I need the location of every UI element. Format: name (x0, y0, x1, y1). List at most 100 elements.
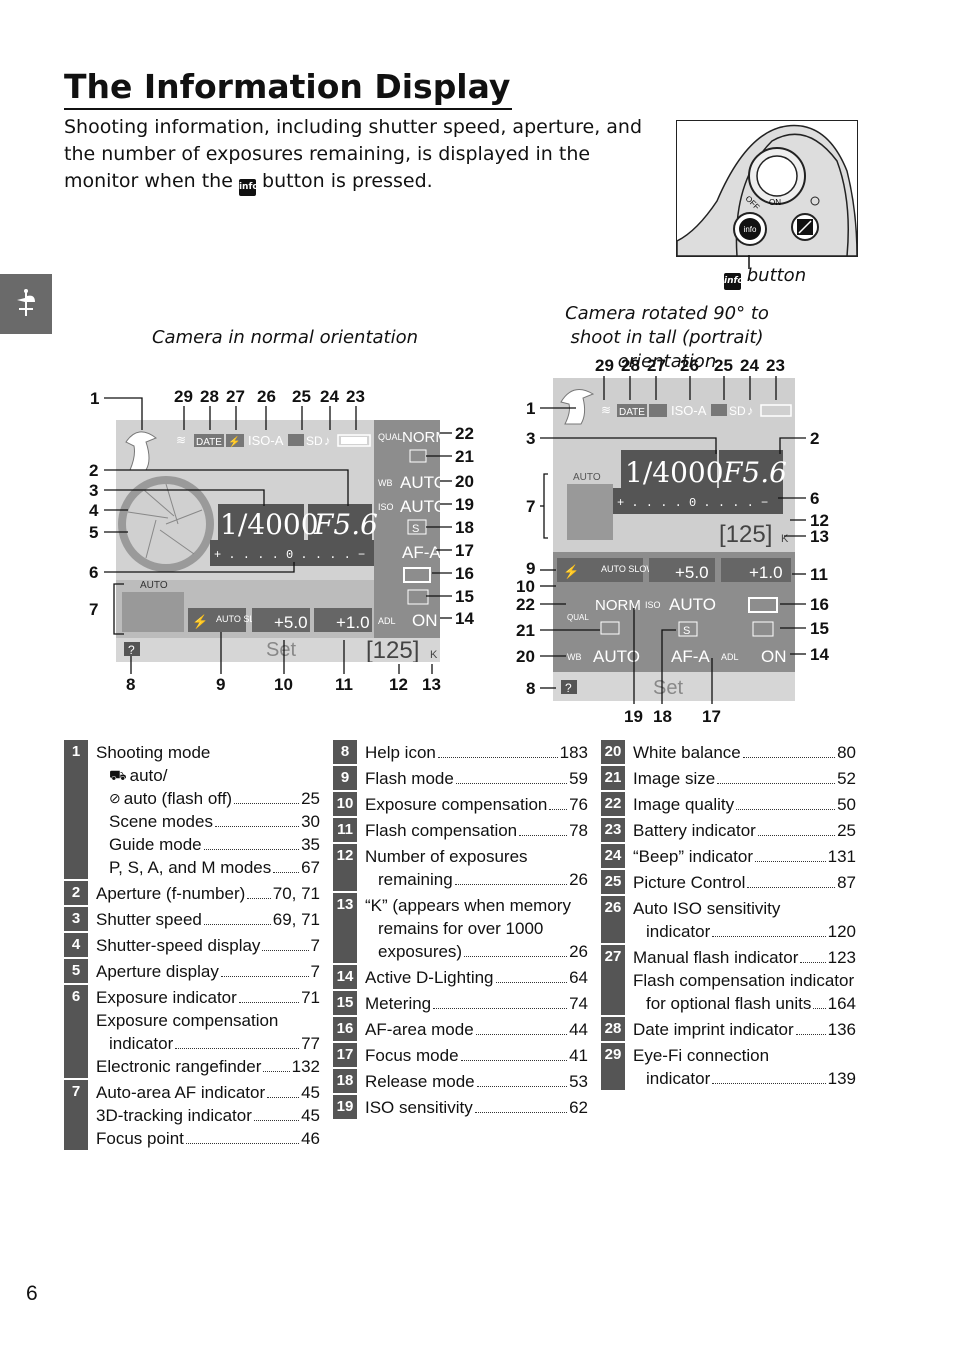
leader-dots (474, 1096, 568, 1113)
callout-number: 22 (455, 424, 474, 443)
legend-number: 3 (64, 907, 88, 931)
callout-number: 1 (526, 399, 535, 418)
legend-label: Focus mode (365, 1046, 459, 1065)
callout-number: 12 (810, 511, 829, 530)
callout-number: 3 (89, 481, 98, 500)
adl-label: ADL (721, 652, 739, 662)
legend-label: ISO sensitivity (365, 1098, 473, 1117)
weathervane-icon (17, 289, 35, 316)
page-reference: 26 (569, 942, 588, 961)
leader-dots (476, 1070, 568, 1087)
legend-number: 28 (601, 1017, 625, 1041)
legend-line: Auto ISO sensitivity (633, 897, 856, 920)
leader-dots (437, 741, 558, 758)
page-reference: 76 (569, 795, 588, 814)
leader-dots (214, 810, 300, 827)
legend-label: Picture Control (633, 873, 746, 892)
leader-dots (519, 819, 568, 836)
legend-number: 20 (601, 740, 625, 764)
legend-number: 23 (601, 818, 625, 842)
leader-dots (475, 1018, 568, 1035)
exp-comp-value: +5.0 (675, 563, 709, 582)
legend-label: AF-area mode (365, 1020, 474, 1039)
legend-number: 25 (601, 870, 625, 894)
leader-dots (813, 992, 826, 1009)
page-reference: 45 (301, 1083, 320, 1102)
callout-number: 7 (89, 600, 98, 619)
page-reference: 62 (569, 1098, 588, 1117)
callout-number: 14 (810, 645, 829, 664)
callout-number: 18 (455, 518, 474, 537)
white-balance-value: AUTO (400, 473, 440, 492)
callout-number: 20 (455, 472, 474, 491)
legend-text: ISO sensitivity 62 (357, 1095, 588, 1119)
page-reference: 80 (837, 743, 856, 762)
page-reference: 59 (569, 769, 588, 788)
callout-number: 9 (526, 559, 535, 578)
eye-fi-icon: ≋ (601, 403, 611, 417)
aperture-value: F5.6 (313, 508, 378, 541)
exp-comp-value: +5.0 (274, 613, 308, 632)
callout-number: 27 (226, 387, 245, 406)
section-tab (0, 274, 52, 334)
legend-number: 7 (64, 1080, 88, 1150)
page-reference: 30 (301, 812, 320, 831)
wb-label: WB (567, 652, 582, 662)
legend-number: 2 (64, 881, 88, 905)
intro-paragraph: Shooting information, including shutter … (64, 114, 669, 196)
exposure-scale: + . . . . 0 . . . . − (617, 496, 768, 510)
page-number: 6 (26, 1282, 38, 1305)
page-reference: 139 (827, 1069, 856, 1088)
sd-indicator: SD (306, 434, 323, 448)
legend-label: Exposure compensation (365, 795, 548, 814)
callout-number: 3 (526, 429, 535, 448)
legend-label: indicator (109, 1034, 174, 1053)
leader-dots (795, 1018, 826, 1035)
leader-dots (454, 868, 568, 885)
date-indicator: DATE (196, 437, 222, 448)
flash-mode-value: AUTO SLOW (216, 614, 270, 624)
callout-number: 15 (455, 587, 474, 606)
legend-line: Eye-Fi connection (633, 1044, 856, 1067)
shutter-speed-value: 1/4000 (625, 456, 724, 489)
page-reference: 78 (569, 821, 588, 840)
legend-line: Aperture (f-number)70, 71 (96, 882, 320, 905)
callout-number: 29 (174, 387, 193, 406)
legend-line: ISO sensitivity 62 (365, 1096, 588, 1119)
legend-label: Shutter speed (96, 910, 202, 929)
focus-points (122, 592, 184, 632)
leader-dots (549, 793, 568, 810)
legend-label: Guide mode (109, 835, 202, 854)
leader-dots (185, 1127, 300, 1144)
legend-entry: 2 Aperture (f-number)70, 71 (64, 881, 320, 905)
k-indicator: K (430, 649, 438, 661)
page-reference: 131 (827, 847, 856, 866)
legend-line: “K” (appears when memory (365, 894, 588, 917)
exposures-remaining: [125] (366, 637, 419, 662)
exposures-remaining: [125] (719, 521, 772, 548)
iso-label: ISO (645, 600, 661, 610)
leader-dots (460, 1044, 568, 1061)
